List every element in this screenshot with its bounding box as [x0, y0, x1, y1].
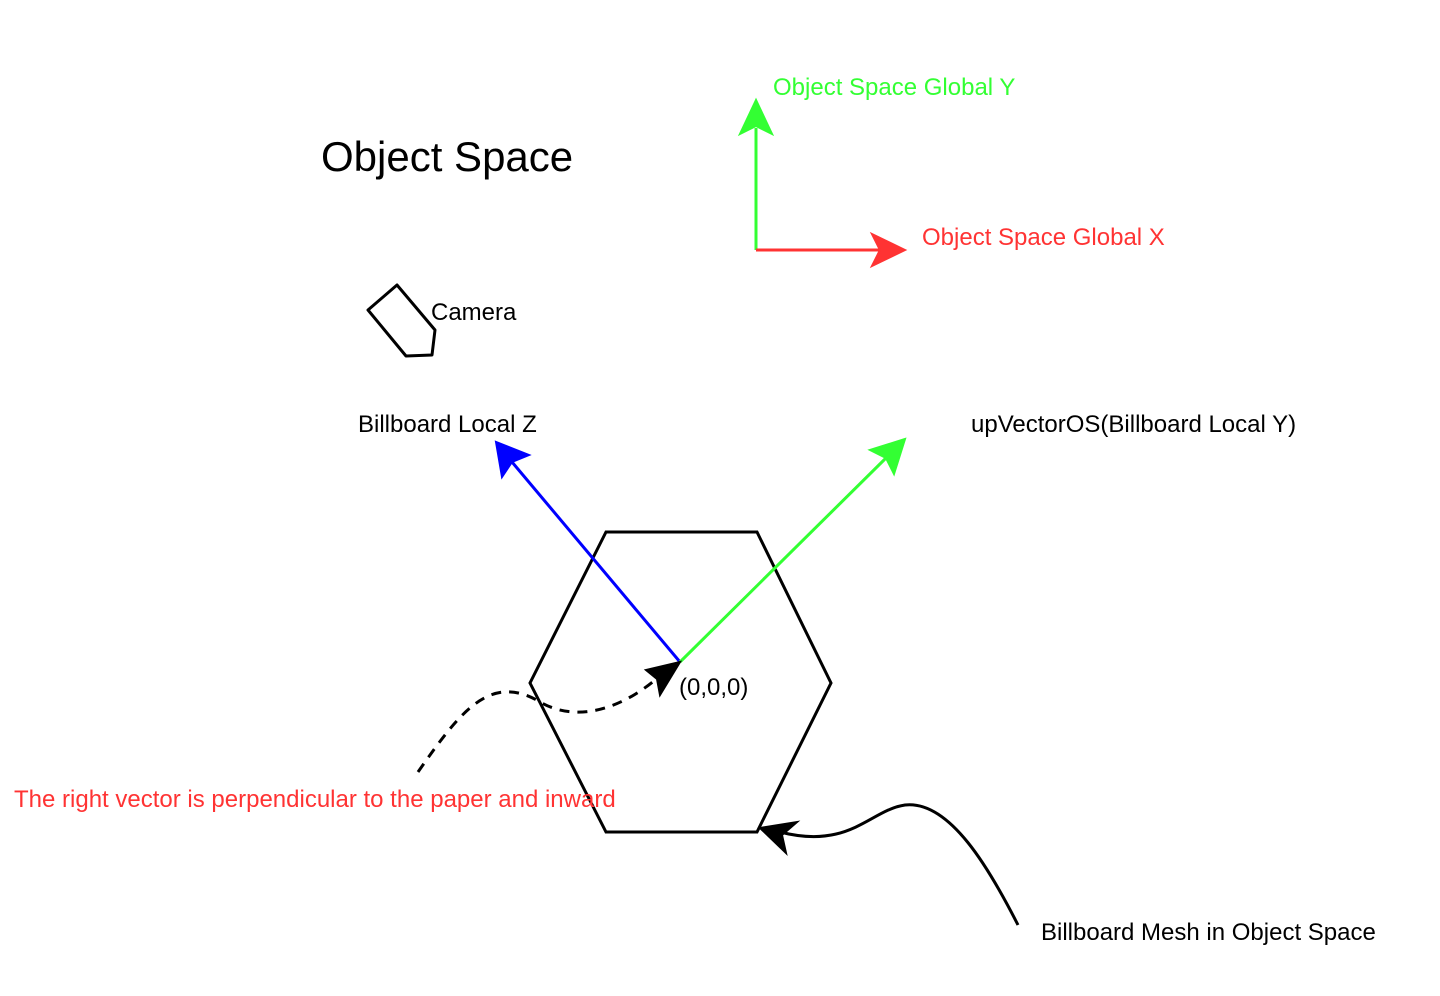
mesh-label: Billboard Mesh in Object Space [1041, 919, 1376, 946]
global-x-arrowhead [869, 231, 908, 269]
camera-label: Camera [431, 299, 517, 326]
local-y-arrowhead [867, 437, 907, 477]
global-axes [737, 97, 908, 269]
diagram-title: Object Space [321, 133, 573, 180]
right-vector-dashed-curve [416, 678, 656, 773]
mesh-callout-arrowhead [757, 820, 801, 857]
global-x-label: Object Space Global X [922, 224, 1165, 251]
local-y-label: upVectorOS(Billboard Local Y) [971, 411, 1296, 438]
billboard-mesh-hexagon [528, 530, 833, 834]
camera-icon [366, 283, 437, 358]
right-vector-arrowhead [643, 660, 683, 698]
local-z-arrowhead [494, 440, 532, 480]
origin-label: (0,0,0) [679, 674, 748, 701]
right-vector-note: The right vector is perpendicular to the… [14, 786, 616, 813]
local-z-vector-line [510, 461, 682, 663]
local-z-label: Billboard Local Z [358, 411, 537, 438]
local-y-vector-line [678, 456, 888, 664]
global-y-label: Object Space Global Y [773, 74, 1015, 101]
mesh-callout-curve [779, 803, 1020, 926]
global-y-arrowhead [737, 97, 775, 137]
